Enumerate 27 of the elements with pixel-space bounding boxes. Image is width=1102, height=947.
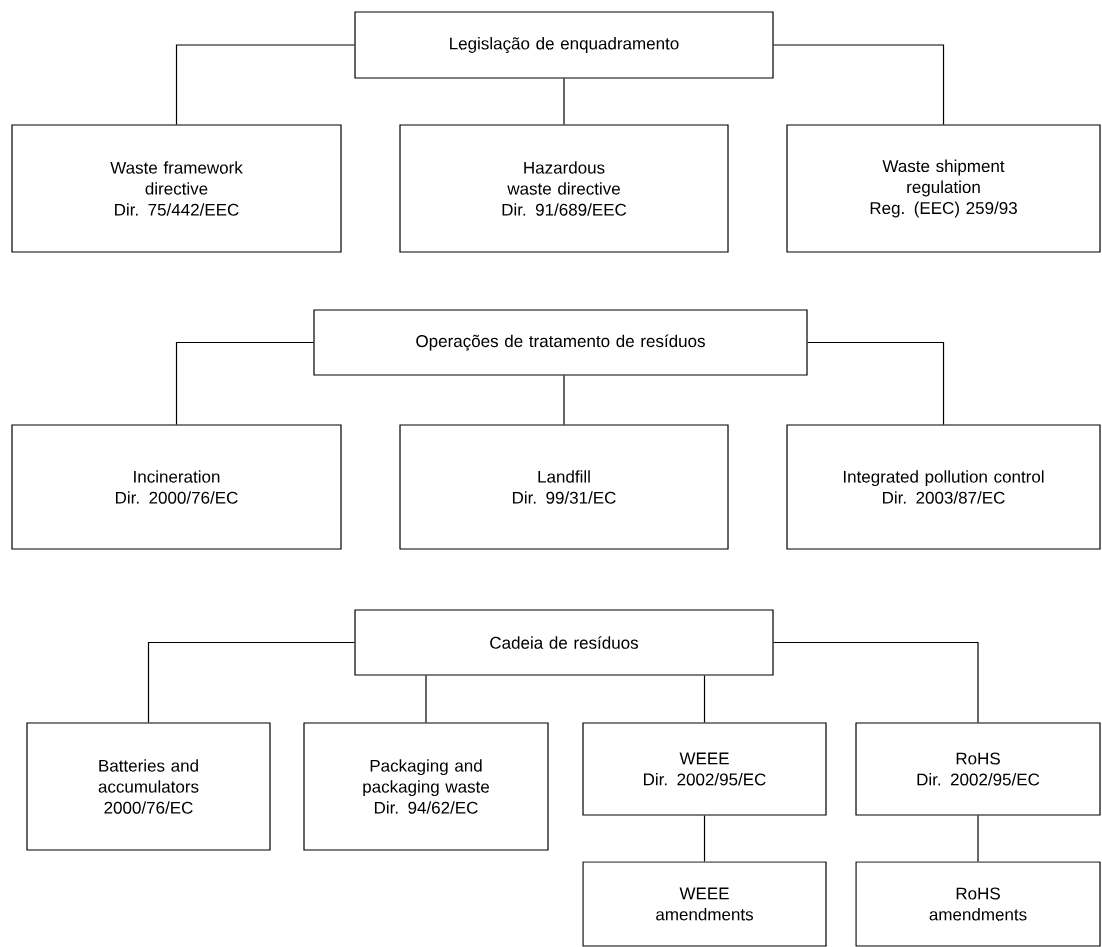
connector-line: [147, 641, 355, 723]
directive-box: Waste framework directive Dir. 75/442/EEC: [11, 124, 342, 253]
connector-line: [425, 675, 427, 723]
connector-line: [703, 675, 706, 723]
connector-line: [175, 44, 355, 125]
category-box: Cadeia de resíduos: [354, 609, 774, 676]
connector-line: [563, 78, 565, 125]
directive-box: Packaging and packaging waste Dir. 94/62/EC: [303, 722, 549, 851]
connector-line: [175, 341, 314, 425]
directive-box: WEEE Dir. 2002/95/EC: [582, 722, 827, 816]
amendment-box: RoHS amendments: [855, 861, 1101, 947]
connector-line: [703, 815, 706, 862]
category-box: Legislação de enquadramento: [354, 11, 774, 79]
directive-box: Integrated pollution control Dir. 2003/87/EC: [786, 424, 1101, 550]
directive-box: Batteries and accumulators 2000/76/EC: [26, 722, 271, 851]
connector-line: [807, 341, 945, 425]
directive-box: RoHS Dir. 2002/95/EC: [855, 722, 1101, 816]
directive-box: Incineration Dir. 2000/76/EC: [11, 424, 342, 550]
connector-line: [563, 375, 565, 425]
directive-box: Hazardous waste directive Dir. 91/689/EEC: [399, 124, 729, 253]
connector-line: [977, 815, 979, 862]
connector-line: [773, 44, 945, 125]
amendment-box: WEEE amendments: [582, 861, 827, 947]
category-box: Operações de tratamento de resíduos: [313, 309, 808, 376]
directive-box: Landfill Dir. 99/31/EC: [399, 424, 729, 550]
directive-box: Waste shipment regulation Reg. (EEC) 259/93: [786, 124, 1101, 253]
connector-line: [773, 641, 979, 723]
